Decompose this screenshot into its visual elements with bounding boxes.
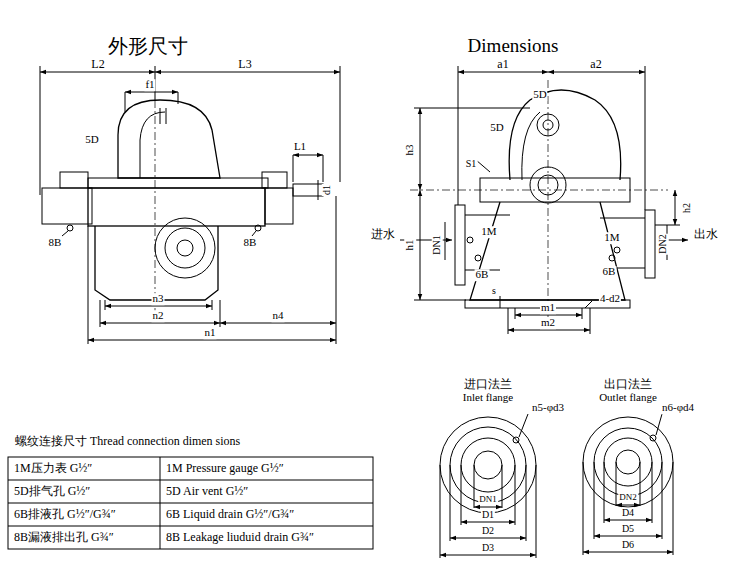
dimension-label: 6B <box>475 269 490 281</box>
dimension-label: D4 <box>621 508 635 519</box>
dimension-label: DN1 <box>432 234 443 255</box>
dimension-label: 5D <box>489 122 504 134</box>
dimension-label: L3 <box>237 58 252 71</box>
table-cell: 5D Air vent G½″ <box>165 485 249 498</box>
dimension-label: 进水 <box>370 228 396 241</box>
table-cell: 5D排气孔 G½″ <box>13 485 91 498</box>
dimension-label: m2 <box>540 317 556 329</box>
dimension-label: h2 <box>682 202 693 214</box>
dimension-label: DN1 <box>478 495 498 504</box>
dimension-label: n6-φd4 <box>661 402 695 414</box>
dimension-label: 出水 <box>693 228 719 241</box>
dimension-label: m1 <box>540 302 556 314</box>
table-cell: 1M压力表 G½″ <box>13 462 93 475</box>
table-cell: 1M Pressure gauge G½″ <box>165 462 285 475</box>
dimension-label: 1M <box>480 226 497 238</box>
dimension-label: 6B <box>602 266 617 278</box>
dimension-label: 进口法兰 <box>463 378 513 391</box>
dimension-label: 8B <box>243 237 258 249</box>
dimension-label: 4-d2 <box>599 293 621 305</box>
dimension-label: Outlet flange <box>598 392 658 404</box>
dimension-label: n5-φd3 <box>531 402 565 414</box>
dimension-label: D6 <box>621 540 635 551</box>
dimension-label: n1 <box>204 327 217 339</box>
table-cell: 6B排液孔 G½″/G¾″ <box>13 508 117 521</box>
dimension-label: s <box>491 286 497 297</box>
dimension-label: a2 <box>589 58 602 71</box>
table-cell: 8B Leakage liuduid drain G¾″ <box>165 531 315 544</box>
dimension-label: d1 <box>322 184 333 196</box>
heading: Dimensions <box>467 36 560 56</box>
dimension-label: h3 <box>404 144 416 157</box>
dimension-label: DN2 <box>658 233 669 254</box>
dimension-label: 5D <box>532 89 547 101</box>
dimension-label: DN2 <box>618 493 638 502</box>
dimension-label: Inlet flange <box>462 392 514 404</box>
dimension-label: D3 <box>481 543 495 554</box>
dimension-label: L2 <box>90 58 105 71</box>
dimension-label: n2 <box>152 310 165 322</box>
dimension-label: n3 <box>152 293 165 305</box>
dimension-label: h1 <box>404 239 416 252</box>
dimension-label: D5 <box>621 524 635 535</box>
dimension-label: a1 <box>496 58 509 71</box>
dimension-label: 5D <box>84 134 99 146</box>
table-title: 螺纹连接尺寸 Thread connection dimen sions <box>14 435 241 448</box>
table-cell: 8B漏液排出孔 G¾″ <box>13 531 115 544</box>
dimension-label: S1 <box>465 159 478 170</box>
dimension-label: 出口法兰 <box>603 378 653 391</box>
dimension-label: L1 <box>293 141 307 153</box>
dimension-label: 8B <box>48 237 63 249</box>
table-cell: 6B Liquid drain G½″/G¾″ <box>165 508 295 521</box>
dimension-label: 1M <box>603 232 620 244</box>
dimension-label: f1 <box>144 79 155 91</box>
heading: 外形尺寸 <box>107 36 189 57</box>
dimension-label: D1 <box>481 510 495 521</box>
dimension-label: n4 <box>272 310 285 322</box>
dimension-label: D2 <box>481 526 495 537</box>
